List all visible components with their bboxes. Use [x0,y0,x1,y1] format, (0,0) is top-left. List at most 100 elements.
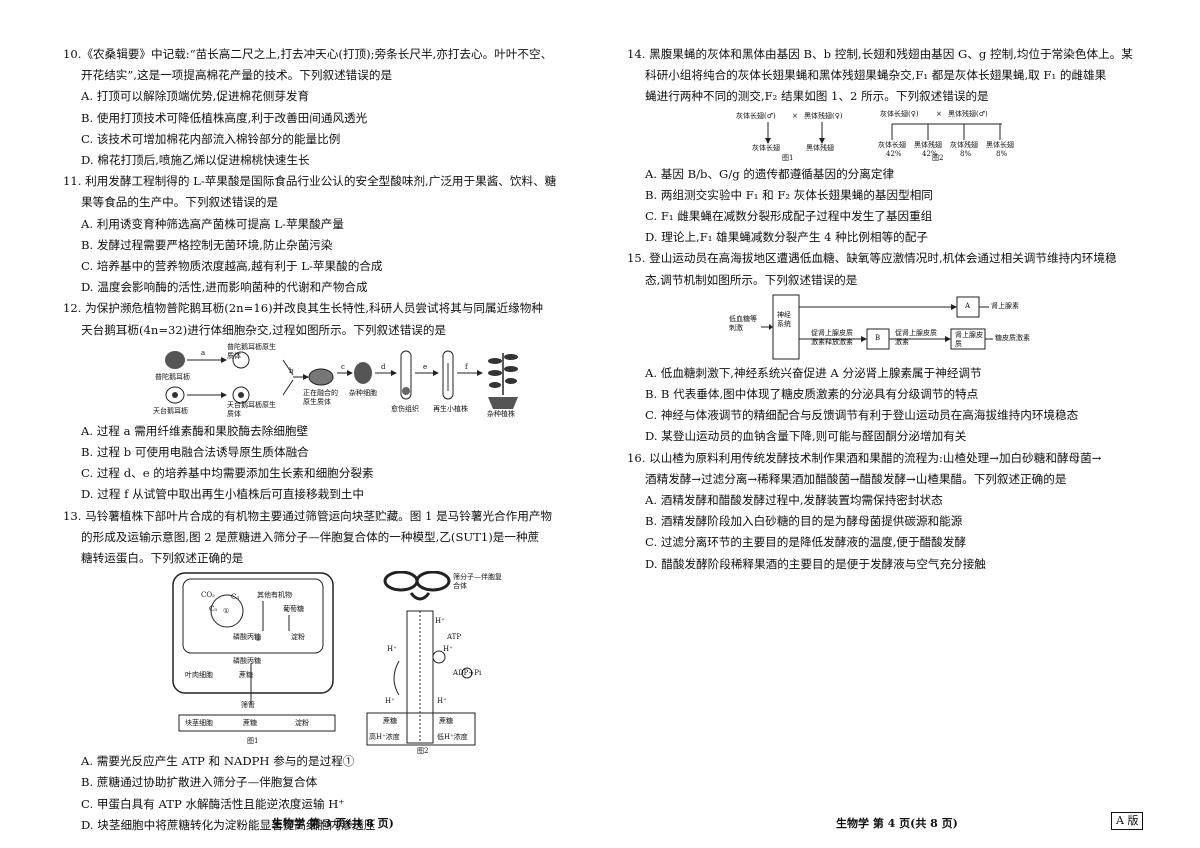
question-12: 12. 为保护濒危植物普陀鹅耳枥(2n=16)并改良其生长特性,科研人员尝试将其… [63,298,573,505]
question-stem-cont: 酒精发酵→过滤分离→稀释果酒加醋酸菌→醋酸发酵→山楂果醋。下列叙述正确的是 [645,471,1067,486]
question-14: 14. 黑腹果蝇的灰体和黑体由基因 B、b 控制,长翅和残翅由基因 G、g 控制… [627,44,1137,248]
fig-label: 肾上腺皮质 [955,330,983,348]
question-15: 15. 登山运动员在高海拔地区遭遇低血糖、缺氧等应激情况时,机体会通过相关调节维… [627,248,1137,447]
fig2-label: H⁺ [443,645,453,654]
fig1-label: 块茎细胞 [185,719,213,728]
fig-label: 促肾上腺皮质激素释放激素 [811,328,853,346]
fig1-label: 蔗糖 [239,671,253,680]
option-d: D. 醋酸发酵阶段稀释果酒的主要目的是便于发酵液与空气充分接触 [645,556,986,571]
figure-drawing [165,350,518,409]
fig-label: 低血糖等刺激 [729,314,757,332]
fig2-label: H⁺ [387,645,397,654]
fig1-cross: × [792,111,798,120]
page-footer-left: 生物学 第 3 页(共 8 页) [272,817,394,830]
question-stem: 14. 黑腹果蝇的灰体和黑体由基因 B、b 控制,长翅和残翅由基因 G、g 控制… [627,47,1133,61]
option-b: B. 蔗糖通过协助扩散进入筛分子—伴胞复合体 [81,775,318,790]
fig-label: 杂种细胞 [349,388,377,397]
fig1-offspring: 黑体残翅 [806,143,834,152]
fig2-label: H⁺ [435,617,445,626]
fig1-label: C₃ [231,593,240,602]
fig2-percent: 8% [960,149,972,158]
option-b: B. B 代表垂体,图中体现了糖皮质激素的分泌具有分级调节的特点 [645,387,979,402]
fig1-label: CO₂ [201,591,215,600]
option-a: A. 酒精发酵和醋酸发酵过程中,发酵装置均需保持密封状态 [645,493,943,508]
fig2-caption: 图2 [932,153,944,162]
process-letter: a [201,348,206,357]
fig2-label: H⁺ [437,697,447,706]
question-stem: 13. 马铃薯植株下部叶片合成的有机物主要通过筛管运向块茎贮藏。图 1 是马铃薯… [63,508,553,523]
option-c: C. F₁ 雌果蝇在减数分裂形成配子过程中发生了基因重组 [645,209,933,224]
left-column: 10.《农桑辑要》中记载:“苗长高二尺之上,打去冲天心(打顶);旁条长尺半,亦打… [63,44,573,836]
fig-label: 再生小植株 [433,404,468,413]
question-stem-cont: 科研小组将纯合的灰体长翅果蝇和黑体残翅果蝇杂交,F₁ 都是灰体长翅果蝇,取 F₁… [645,68,1107,83]
fig2-offspring: 黑体长翅 [986,140,1014,149]
fig1-cross: 黑体残翅(♀) [804,111,843,120]
fig2-percent: 42% [886,149,902,158]
option-a: A. 基因 B/b、G/g 的遗传都遵循基因的分离定律 [645,166,895,181]
fig2-cross: 灰体长翅(♀) [880,109,919,118]
photosynthesis-figures: CO₂ C₅ C₃ ① ② 其他有机物 葡萄糖 淀粉 磷酸丙糖 磷酸丙糖 蔗糖 … [171,571,581,755]
fig1-label: 其他有机物 [257,591,292,600]
right-column: 14. 黑腹果蝇的灰体和黑体由基因 B、b 控制,长翅和残翅由基因 G、g 控制… [627,44,1137,575]
fig1-caption: 图1 [782,153,794,162]
fig2-cross: 黑体残翅(♂) [948,109,988,118]
option-d: D. 块茎细胞中将蔗糖转化为淀粉能显著提高细胞内渗透压 [81,817,376,832]
somatic-hybrid-figure: 普陀鹅耳枥 普陀鹅耳枥原生质体 天台鹅耳枥 天台鹅耳枥原生质体 正在融合的原生质… [143,343,543,419]
fig1-cross: 灰体长翅(♂) [736,111,776,120]
fig1-label: 磷酸丙糖 [233,657,261,666]
question-stem: 15. 登山运动员在高海拔地区遭遇低血糖、缺氧等应激情况时,机体会通过相关调节维… [627,251,1117,266]
fig2-offspring: 灰体残翅 [950,140,978,149]
fig-label: 普陀鹅耳枥 [155,372,190,381]
option-c: C. 甲蛋白具有 ATP 水解酶活性且能逆浓度运输 H⁺ [81,796,345,811]
question-stem-cont: 开花结实”,这是一项提高棉花产量的技术。下列叙述错误的是 [81,68,393,83]
fig2-offspring: 黑体残翅 [914,140,942,149]
option-a: A. 需要光反应产生 ATP 和 NADPH 参与的是过程① [81,754,355,769]
option-c: C. 该技术可增加棉花内部流入棉铃部分的能量比例 [81,131,341,146]
question-stem-cont: 果等食品的生产中。下列叙述错误的是 [81,195,279,210]
option-c: C. 神经与体液调节的精细配合与反馈调节有利于登山运动员在高海拔维持内环境稳态 [645,408,1079,423]
fig1-label: 葡萄糖 [283,605,304,614]
question-stem: 11. 利用发酵工程制得的 L-苹果酸是国际食品行业公认的安全型酸味剂,广泛用于… [63,174,557,189]
fig2-offspring: 灰体长翅 [878,140,906,149]
process-letter: b [289,366,294,375]
fig-label: 天台鹅耳枥 [153,406,188,415]
fig2-label: 高H⁺浓度 [369,733,400,742]
option-b: B. 酒精发酵阶段加入白砂糖的目的是为酵母菌提供碳源和能源 [645,514,963,529]
page-footer-right: 生物学 第 4 页(共 8 页) [836,817,958,830]
fig-label: 杂种植株 [487,409,515,418]
fig1-label: 蔗糖 [243,719,257,728]
fig-label: 天台鹅耳枥原生质体 [227,400,276,418]
question-stem-cont: 的形成及运输示意图,图 2 是蔗糖进入筛分子—伴胞复合体的一种模型,乙(SUT1… [81,529,540,544]
fig-label: 肾上腺素 [991,301,1019,310]
option-a: A. 打顶可以解除顶端优势,促进棉花侧芽发育 [81,89,310,104]
process-letter: f [465,362,468,371]
process-letter: e [423,362,428,371]
figure-drawing [761,294,993,360]
figure-drawing [172,571,476,746]
option-d: D. 理论上,F₁ 雄果蝇减数分裂产生 4 种比例相等的配子 [645,230,928,245]
option-a: A. 利用诱变育种筛选高产菌株可提高 L-苹果酸产量 [81,216,344,231]
fig-label: 普陀鹅耳枥原生质体 [227,342,276,360]
option-b: B. 过程 b 可使用电融合法诱导原生质体融合 [81,445,309,460]
fig2-label: H⁺ [385,697,395,706]
option-b: B. 发酵过程需要严格控制无菌环境,防止杂菌污染 [81,237,333,252]
option-c: C. 过滤分离环节的主要目的是降低发酵液的温度,便于醋酸发酵 [645,535,966,550]
question-stem-cont: 蝇进行两种不同的测交,F₂ 结果如图 1、2 所示。下列叙述错误的是 [645,89,989,104]
question-stem-cont: 糖转运蛋白。下列叙述正确的是 [81,551,244,566]
option-d: D. 棉花打顶后,喷施乙烯以促进棉桃快速生长 [81,153,310,168]
question-stem-cont: 态,调节机制如图所示。下列叙述错误的是 [645,272,858,287]
option-c: C. 培养基中的营养物质浓度越高,越有利于 L-苹果酸的合成 [81,259,383,274]
fig2-percent: 8% [996,149,1008,158]
fig-label: 神经系统 [777,310,791,328]
question-13: 13. 马铃薯植株下部叶片合成的有机物主要通过筛管运向块茎贮藏。图 1 是马铃薯… [63,506,573,836]
regulation-figure: 低血糖等刺激 神经系统 A 肾上腺素 促肾上腺皮质激素释放激素 B 促肾上腺皮质… [727,293,1087,361]
option-a: A. 过程 a 需用纤维素酶和果胶酶去除细胞壁 [81,423,309,438]
option-d: D. 过程 f 从试管中取出再生小植株后可直接移栽到土中 [81,487,364,502]
fig-label: 糖皮质激素 [995,333,1030,342]
question-stem: 16. 以山楂为原料利用传统发酵技术制作果酒和果醋的流程为:山楂处理→加白砂糖和… [627,450,1102,465]
process-letter: c [341,362,345,371]
option-d: D. 某登山运动员的血钠含量下降,则可能与醛固酮分泌增加有关 [645,429,967,444]
fig2-label: ATP [447,633,462,642]
fig1-label: 筛管 [241,701,255,710]
fig-label: A [965,301,971,310]
